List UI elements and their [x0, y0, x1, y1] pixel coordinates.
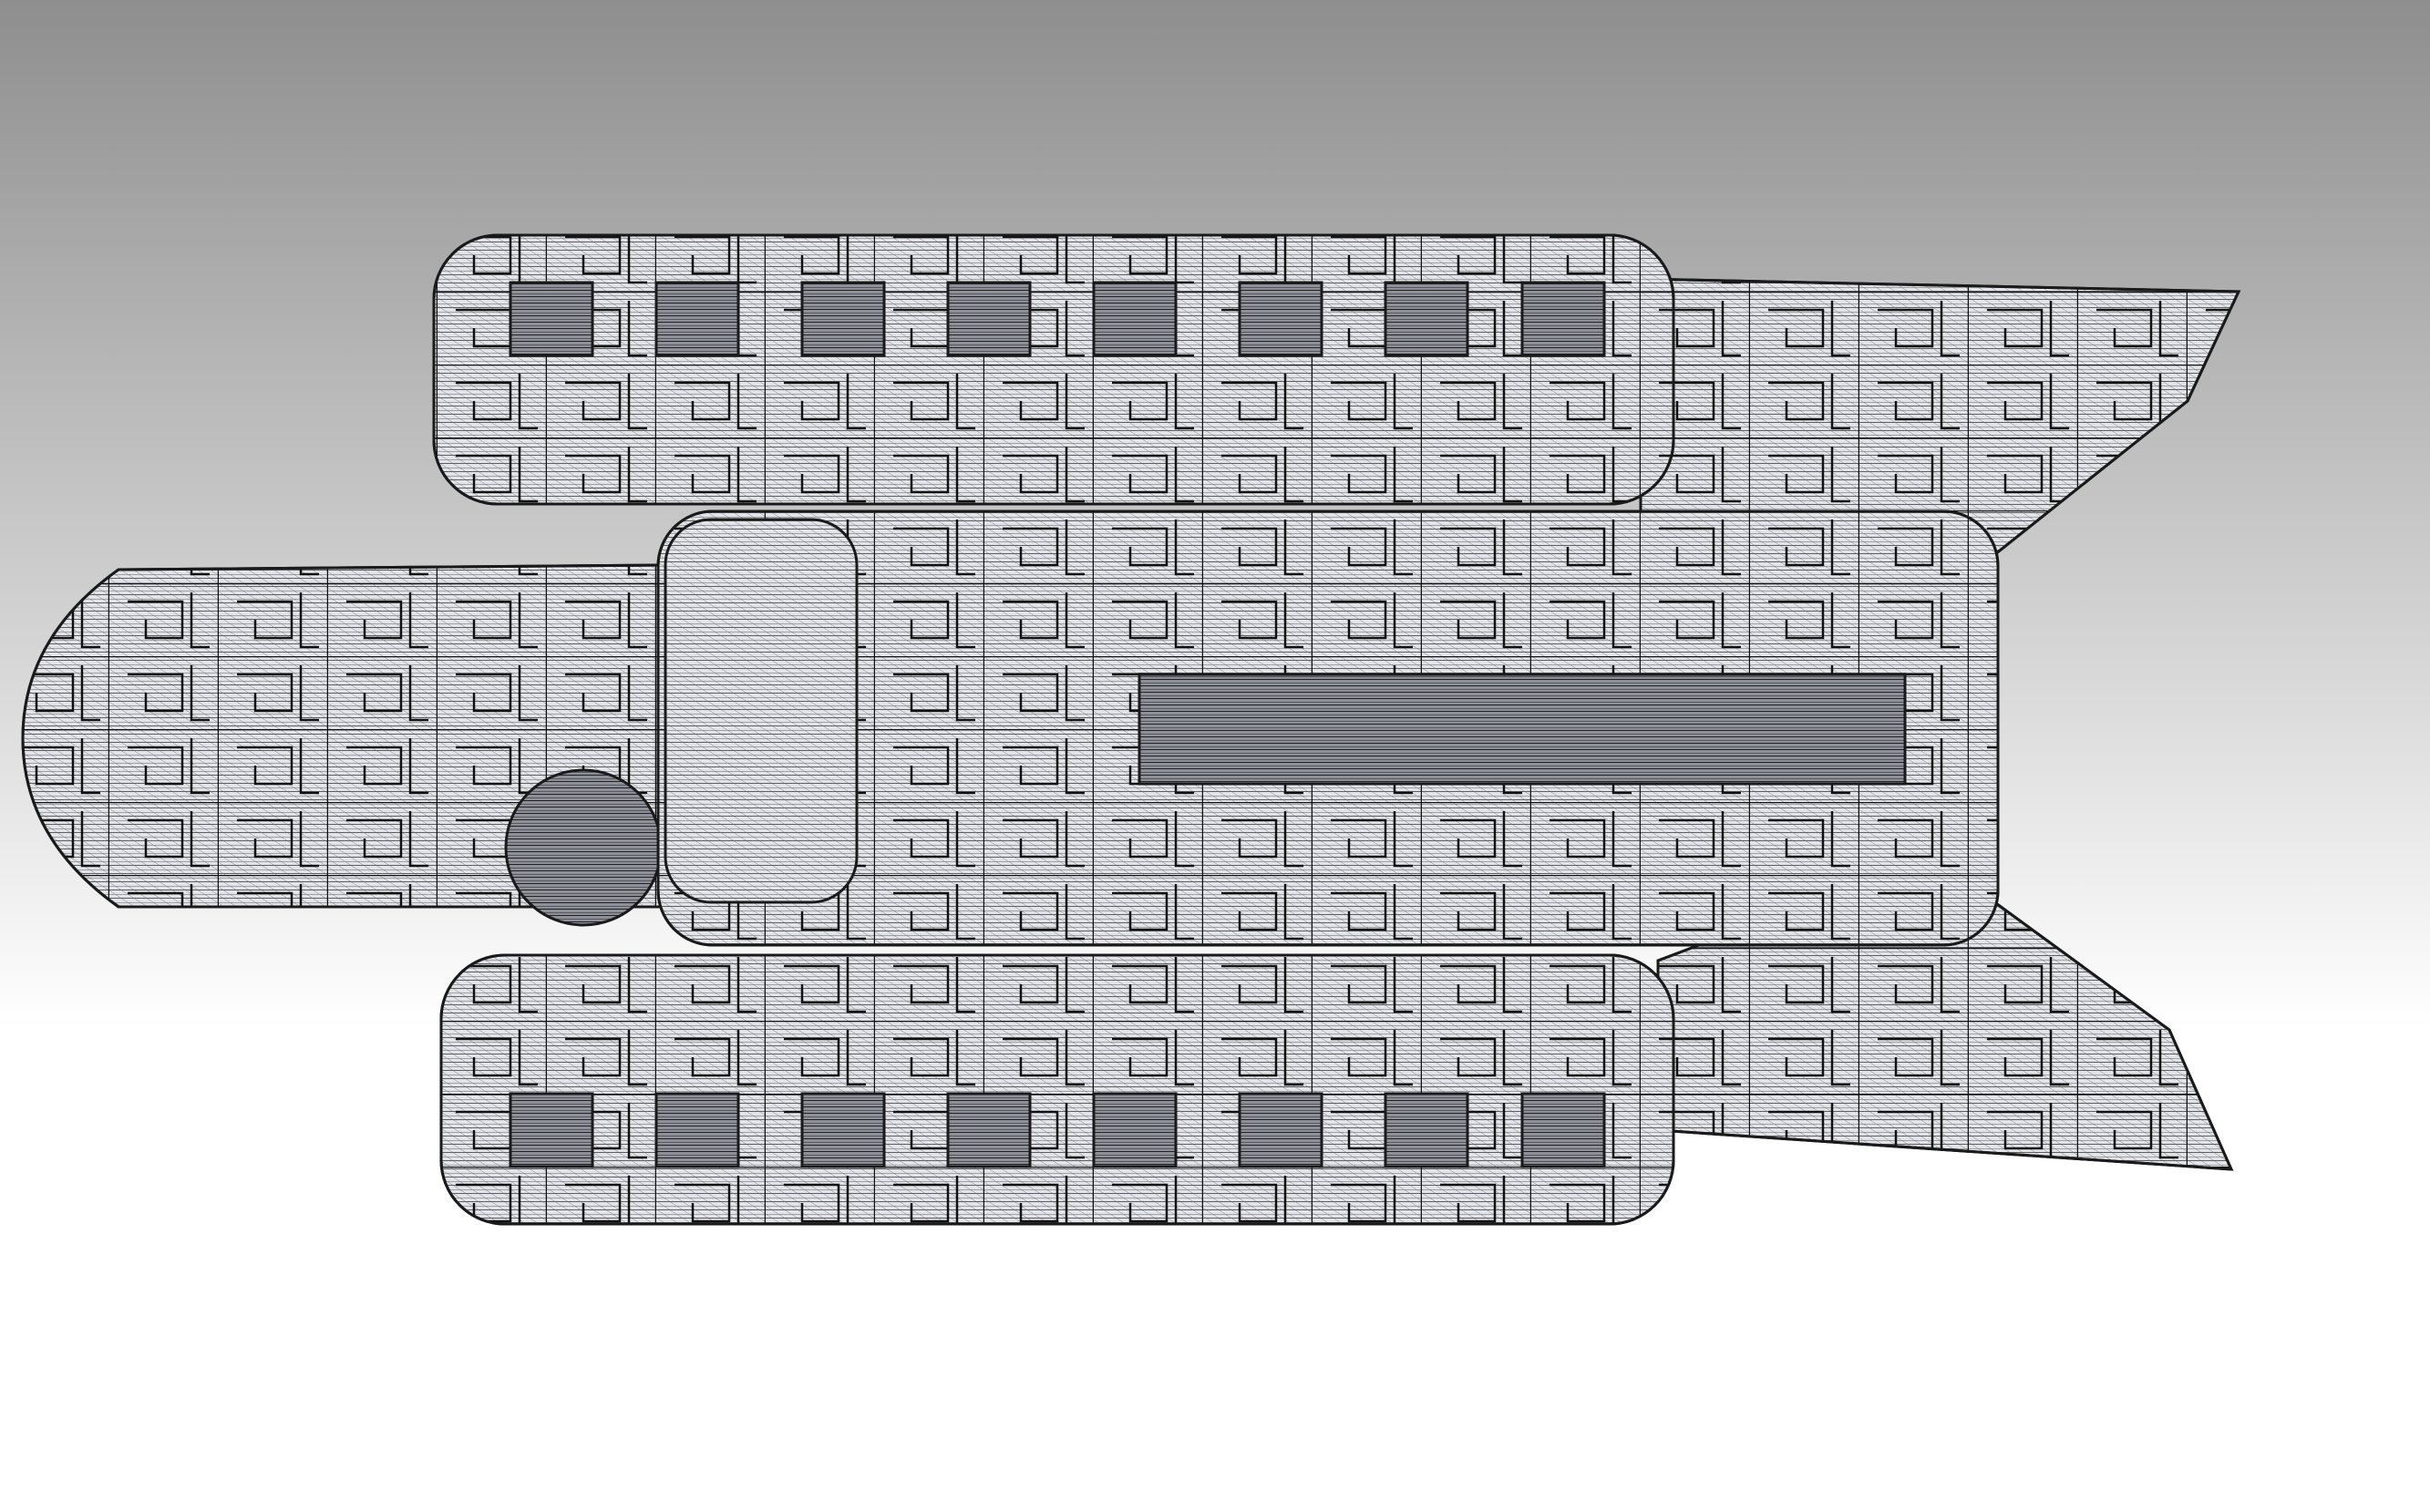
bottom-cylinder-windows [509, 1092, 1606, 1168]
spaceship-model [21, 233, 2241, 1226]
central-hull-front-ring [664, 518, 859, 904]
top-cylinder-windows [509, 281, 1606, 357]
central-hull-trench [1138, 673, 1907, 786]
nose-dome [504, 768, 663, 927]
bottom-cylinder-panels [439, 953, 1675, 1226]
top-cylinder-panels [432, 233, 1675, 506]
nose-module-panels [21, 563, 668, 909]
